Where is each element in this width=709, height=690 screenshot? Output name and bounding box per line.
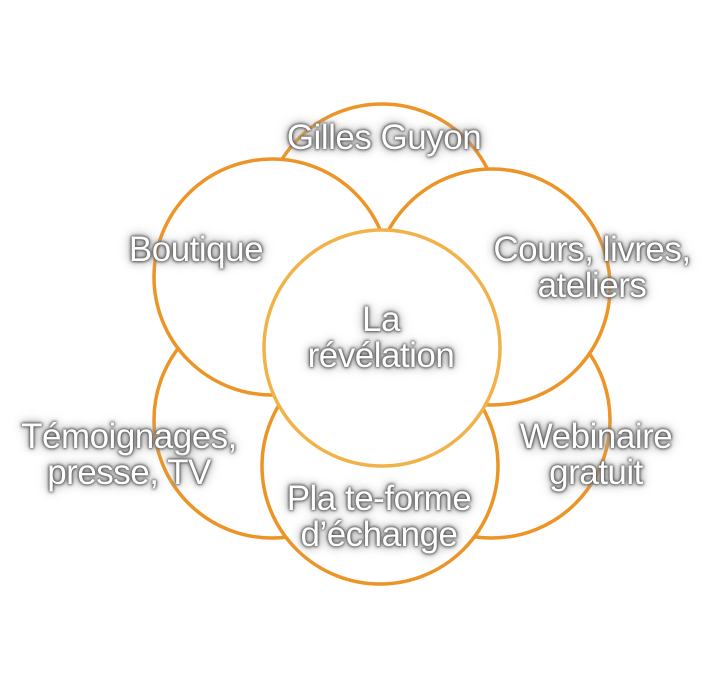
label-line: Webinaire (519, 417, 673, 456)
label-line: Pla te-forme (286, 479, 472, 518)
label-temoignages-presse-tv: Témoignages, presse, TV (0, 419, 279, 491)
label-line: Boutique (128, 230, 264, 269)
label-line: révélation (307, 336, 455, 375)
label-line: presse, TV (47, 453, 211, 492)
label-line: gratuit (549, 453, 643, 492)
label-line: d’échange (300, 515, 458, 554)
label-line: Gilles Guyon (286, 118, 482, 157)
label-boutique: Boutique (46, 232, 346, 268)
label-line: La (362, 300, 400, 339)
label-gilles-guyon: Gilles Guyon (234, 120, 534, 156)
label-la-revelation: La révélation (231, 302, 531, 374)
label-line: Témoignages, (21, 417, 237, 456)
label-cours-livres-ateliers: Cours, livres, ateliers (442, 232, 709, 304)
center-circle (262, 228, 502, 468)
label-line: ateliers (537, 266, 647, 305)
label-webinaire-gratuit: Webinaire gratuit (446, 419, 709, 491)
label-plateforme-echange: Pla te-forme d’échange (229, 481, 529, 553)
label-line: Cours, livres, (493, 230, 691, 269)
